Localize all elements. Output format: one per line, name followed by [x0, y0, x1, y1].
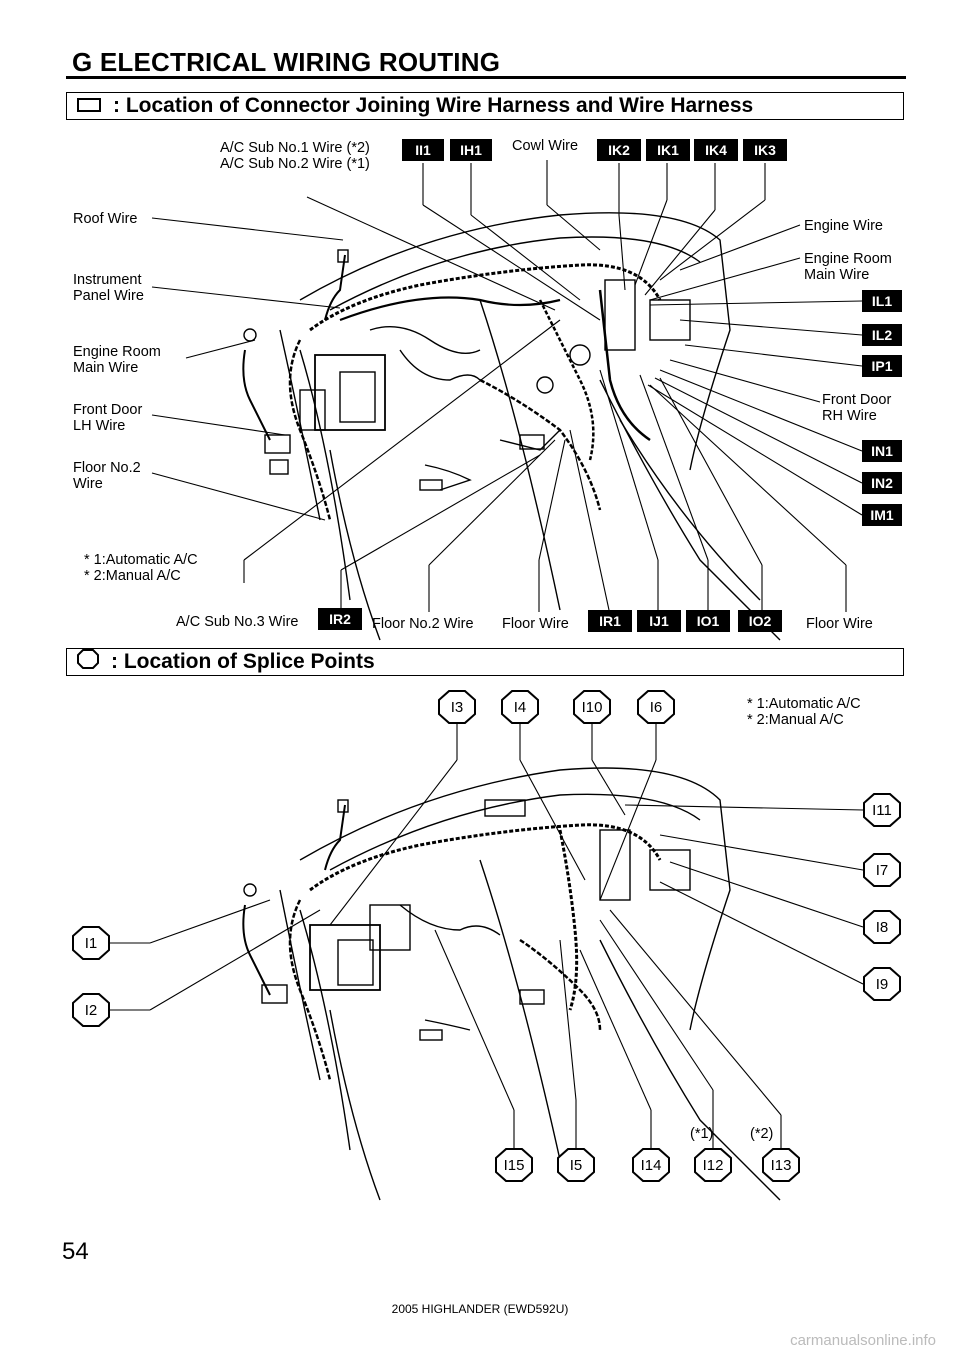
splice-i15: I15: [495, 1148, 533, 1182]
splice-i8: I8: [863, 910, 901, 944]
connector-section-header: : Location of Connector Joining Wire Har…: [66, 92, 904, 120]
splice-i13: I13: [762, 1148, 800, 1182]
watermark: carmanualsonline.info: [790, 1332, 936, 1349]
label-engine-room-main-wire-left: Engine Room Main Wire: [73, 344, 161, 376]
splice-octagon-icon: [77, 649, 99, 675]
connector-ir1: IR1: [588, 610, 632, 632]
footer-model: 2005 HIGHLANDER (EWD592U): [391, 1302, 569, 1316]
splice-i2: I2: [72, 993, 110, 1027]
connector-ip1: IP1: [862, 355, 902, 377]
connector-im1: IM1: [862, 504, 902, 526]
label-floor-no2-wire-left: Floor No.2 Wire: [73, 460, 141, 492]
splice-i10: I10: [573, 690, 611, 724]
connector-in1: IN1: [862, 440, 902, 462]
connector-ih1: IH1: [450, 139, 492, 161]
connector-io1: IO1: [686, 610, 730, 632]
connector-ik3: IK3: [743, 139, 787, 161]
splice-i7: I7: [863, 853, 901, 887]
connector-ij1: IJ1: [637, 610, 681, 632]
label-star1: (*1): [690, 1126, 714, 1142]
dashboard-bottom-illustration: [242, 767, 781, 1201]
splice-i3: I3: [438, 690, 476, 724]
label-front-door-lh-wire: Front Door LH Wire: [73, 402, 143, 434]
page-title: G ELECTRICAL WIRING ROUTING: [72, 47, 501, 77]
label-ac-sub-no3-wire: A/C Sub No.3 Wire: [176, 614, 299, 630]
connector-in2: IN2: [862, 472, 902, 494]
label-instrument-panel-wire: Instrument Panel Wire: [73, 272, 144, 304]
splice-i4: I4: [501, 690, 539, 724]
splice-section-header: : Location of Splice Points: [66, 648, 904, 676]
label-star2: (*2): [750, 1126, 774, 1142]
label-floor-no2-wire-bottom: Floor No.2 Wire: [372, 616, 474, 632]
connector-ik1: IK1: [646, 139, 690, 161]
page-number: 54: [62, 1238, 89, 1265]
title-rule: [66, 76, 906, 79]
label-ac-notes-bottom: * 1:Automatic A/C * 2:Manual A/C: [747, 696, 861, 728]
splice-i6: I6: [637, 690, 675, 724]
label-floor-wire-bottom: Floor Wire: [502, 616, 569, 632]
connector-il2: IL2: [862, 324, 902, 346]
label-floor-wire-right: Floor Wire: [806, 616, 873, 632]
connector-ii1: II1: [402, 139, 444, 161]
label-ac-sub-wire: A/C Sub No.1 Wire (*2) A/C Sub No.2 Wire…: [220, 140, 370, 172]
label-engine-wire: Engine Wire: [804, 218, 883, 234]
splice-i1: I1: [72, 926, 110, 960]
label-front-door-rh-wire: Front Door RH Wire: [822, 392, 892, 424]
splice-leader-lines: [110, 724, 864, 1148]
label-cowl-wire: Cowl Wire: [512, 138, 579, 154]
connector-box-icon: [77, 94, 101, 118]
splice-i11: I11: [863, 793, 901, 827]
label-engine-room-main-wire-right: Engine Room Main Wire: [804, 251, 892, 283]
splice-section-title: : Location of Splice Points: [111, 650, 375, 673]
connector-leader-lines: [151, 160, 863, 612]
connector-ik2: IK2: [597, 139, 641, 161]
connector-ir2: IR2: [318, 608, 362, 630]
connector-io2: IO2: [738, 610, 782, 632]
connector-il1: IL1: [862, 290, 902, 312]
splice-i12: I12: [694, 1148, 732, 1182]
splice-i9: I9: [863, 967, 901, 1001]
label-ac-notes-top: * 1:Automatic A/C * 2:Manual A/C: [84, 552, 198, 584]
connector-ik4: IK4: [694, 139, 738, 161]
label-roof-wire: Roof Wire: [73, 211, 138, 227]
dashboard-top-illustration: [242, 212, 781, 641]
connector-section-title: : Location of Connector Joining Wire Har…: [113, 94, 754, 117]
splice-i5: I5: [557, 1148, 595, 1182]
splice-i14: I14: [632, 1148, 670, 1182]
